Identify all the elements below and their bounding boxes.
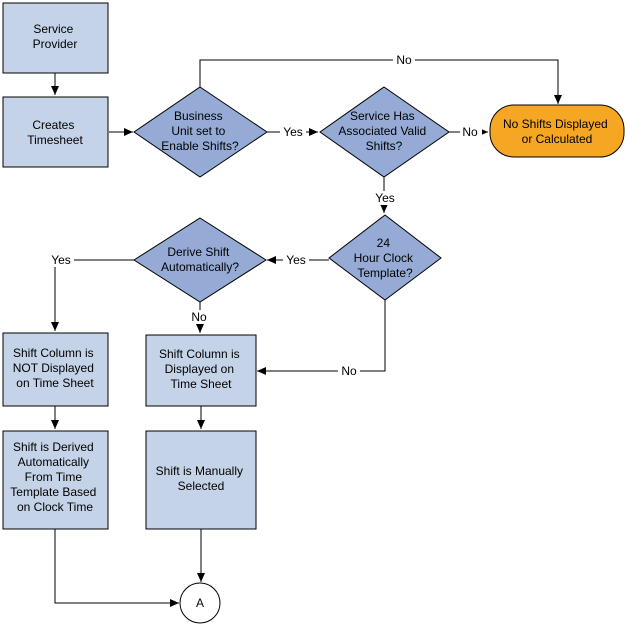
svg-text:Derive Shift Automatical: Derive Shift Automatically?: [161, 245, 239, 274]
node-business-unit-decision: Business Unit set to Enable Shifts?: [133, 86, 268, 178]
node-shift-manual: Shift is Manually Selected: [145, 430, 257, 530]
derived-line-5: on Clock Time: [17, 500, 93, 514]
svg-text:No Shifts Displayed or C: No Shifts Displayed or Calculated: [503, 117, 611, 146]
derive-shift-line-1: Derive Shift: [167, 245, 230, 259]
edge-label-yes-derive: Yes: [51, 253, 71, 267]
hour-clock-line-2: Hour Clock: [354, 251, 414, 265]
node-connector-a: A: [179, 582, 221, 624]
service-valid-line-3: Shifts?: [366, 139, 403, 153]
svg-text:Service Has Associated V: Service Has Associated Valid Shifts?: [338, 109, 429, 153]
derived-line-1: Shift is Derived: [13, 440, 94, 454]
node-creates-timesheet: Creates Timesheet: [2, 96, 109, 168]
service-provider-line-1: Service: [33, 22, 73, 36]
node-no-shifts-terminal: No Shifts Displayed or Calculated: [489, 104, 625, 158]
connector-a-label: A: [196, 596, 204, 610]
displayed-line-1: Shift Column is: [159, 347, 240, 361]
derived-line-2: Automatically: [18, 455, 89, 469]
edge-label-no-clock: No: [341, 364, 357, 378]
creates-timesheet-line-2: Timesheet: [27, 133, 83, 147]
derived-line-4: Template Based: [10, 485, 96, 499]
displayed-line-2: Displayed on: [165, 362, 234, 376]
node-hour-clock-decision: 24 Hour Clock Template?: [328, 214, 442, 301]
edge-derive-yes: [51, 259, 134, 331]
edge-label-yes-bu: Yes: [283, 125, 303, 139]
edge-label-no-derive: No: [191, 310, 207, 324]
edge-labels: No Yes No Yes Yes Yes No No: [48, 53, 482, 378]
manual-line-2: Selected: [178, 479, 225, 493]
creates-timesheet-line-1: Creates: [32, 118, 74, 132]
svg-text:Shift is Manually Select: Shift is Manually Selected: [156, 464, 247, 493]
business-unit-line-1: Business: [174, 109, 223, 123]
no-shifts-line-1: No Shifts Displayed: [503, 117, 608, 131]
business-unit-line-2: Unit set to: [171, 124, 225, 138]
edge-label-no-service: No: [462, 125, 478, 139]
derive-shift-line-2: Automatically?: [161, 260, 239, 274]
manual-line-1: Shift is Manually: [156, 464, 243, 478]
business-unit-line-3: Enable Shifts?: [161, 139, 239, 153]
edge-label-no-top: No: [396, 53, 412, 67]
svg-text:Creates Timesheet: Creates Timesheet: [27, 118, 83, 147]
service-valid-line-1: Service Has: [350, 109, 415, 123]
not-displayed-line-1: Shift Column is: [13, 346, 94, 360]
displayed-line-3: Time Sheet: [171, 377, 233, 391]
edge-derived-to-a: [54, 529, 179, 607]
edge-business-unit-no-top: [199, 59, 562, 104]
svg-text:Service Provider: Service Provider: [33, 22, 78, 51]
service-valid-line-2: Associated Valid: [338, 124, 426, 138]
edges: [51, 59, 562, 607]
edge-clock-no: [257, 300, 386, 375]
edge-label-yes-clock: Yes: [286, 253, 306, 267]
node-shift-derived: Shift is Derived Automatically From Time…: [2, 430, 109, 530]
edge-label-yes-service: Yes: [375, 191, 395, 205]
svg-text:Shift is Derived Automat: Shift is Derived Automatically From Time…: [10, 440, 99, 514]
node-shift-displayed: Shift Column is Displayed on Time Sheet: [145, 334, 257, 407]
no-shifts-line-2: or Calculated: [522, 132, 593, 146]
svg-text:Business Unit set to: Business Unit set to Enable Shifts?: [161, 109, 239, 153]
node-service-valid-shifts-decision: Service Has Associated Valid Shifts?: [319, 86, 450, 178]
not-displayed-line-2: NOT Displayed: [13, 361, 94, 375]
not-displayed-line-3: on Time Sheet: [16, 376, 94, 390]
svg-text:Shift Column is NOT Disp: Shift Column is NOT Displayed on Time Sh…: [13, 346, 97, 390]
service-provider-line-2: Provider: [33, 37, 78, 51]
svg-text:24 Hour Clock Temp: 24 Hour Clock Template?: [354, 236, 417, 280]
derived-line-3: From Time: [25, 470, 83, 484]
hour-clock-line-1: 24: [377, 236, 391, 250]
node-shift-not-displayed: Shift Column is NOT Displayed on Time Sh…: [2, 332, 109, 407]
hour-clock-line-3: Template?: [357, 266, 413, 280]
node-service-provider: Service Provider: [2, 2, 109, 74]
node-derive-shift-decision: Derive Shift Automatically?: [133, 217, 267, 303]
svg-text:Shift Column is Displaye: Shift Column is Displayed on Time Sheet: [159, 347, 243, 391]
